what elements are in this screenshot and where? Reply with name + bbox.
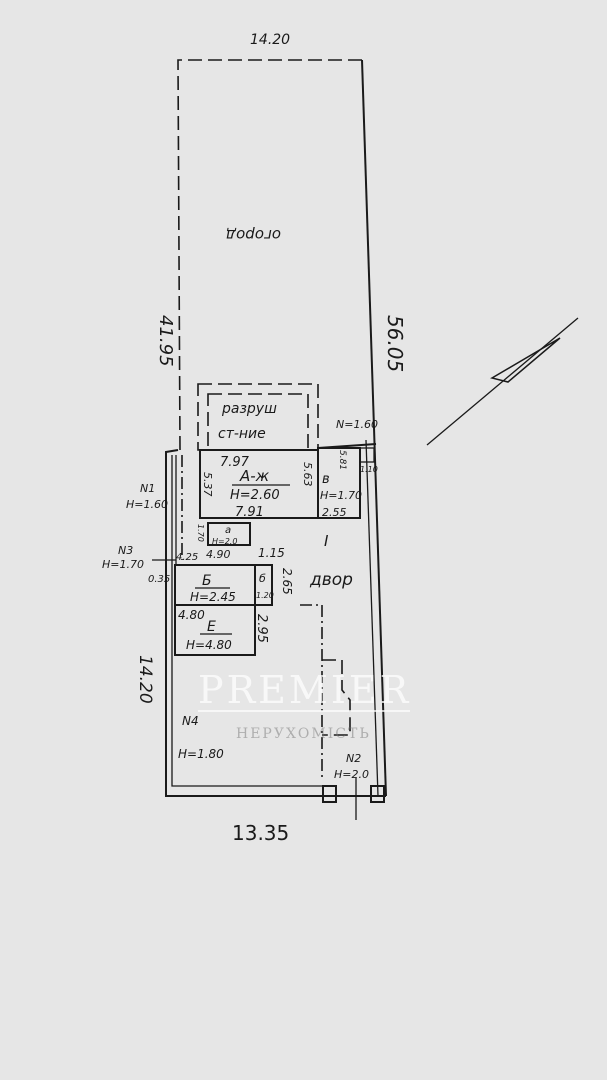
watermark-sub: НЕРУХОМІСТЬ xyxy=(236,726,371,742)
v-side-dim: 5.81 xyxy=(337,450,347,470)
dim-5: 0.35 xyxy=(148,574,170,585)
a-height: H=2.0 xyxy=(212,537,237,546)
building-b-small xyxy=(254,564,273,606)
watermark-brand: PREMIER xyxy=(198,668,411,712)
fence-n2-label: N2 xyxy=(346,752,361,765)
main-bottom-dim: 7.91 xyxy=(235,505,264,520)
fence-n1-label: N1 xyxy=(140,482,155,495)
fence-n4-label: N4 xyxy=(182,714,199,728)
building-a xyxy=(207,522,251,546)
yard-mark: I xyxy=(324,532,329,550)
bottom-width-label: 13.35 xyxy=(232,821,289,845)
dim-3: 1.15 xyxy=(258,546,285,560)
left-length-label: 41.95 xyxy=(155,315,176,367)
fence-n3-label: N3 xyxy=(118,544,133,557)
main-letter: А-ж xyxy=(239,467,270,485)
plot-boundary xyxy=(165,59,387,797)
v-height: H=1.70 xyxy=(320,489,362,502)
dim-2: 4.90 xyxy=(206,548,231,561)
e-side-dim: 2.95 xyxy=(254,614,269,643)
fence-n4-height: H=1.80 xyxy=(178,747,224,761)
garden-label: огород xyxy=(226,226,281,244)
yard-label: двор xyxy=(309,570,353,590)
fence-n3-height: H=1.70 xyxy=(102,558,144,571)
fence-n2-height: H=2.0 xyxy=(334,768,369,781)
fence-top-height: N=1.60 xyxy=(336,418,378,431)
gate xyxy=(322,778,385,820)
a-letter: а xyxy=(225,525,231,536)
v-letter: в xyxy=(322,472,330,487)
left-lower-length-label: 14.20 xyxy=(135,655,155,704)
north-arrow-icon xyxy=(426,317,579,446)
e-letter: Е xyxy=(207,619,216,635)
main-top-dim: 7.97 xyxy=(220,455,250,470)
b-small-letter: б xyxy=(259,572,266,585)
v-bottom-dim: 2.55 xyxy=(322,506,347,519)
b-letter: Б xyxy=(202,573,212,589)
b-height: H=2.45 xyxy=(190,590,236,604)
main-height: H=2.60 xyxy=(230,488,280,503)
top-width-label: 14.20 xyxy=(250,32,290,48)
building-v xyxy=(317,447,361,519)
ruin-label-2: ст-ние xyxy=(218,426,266,442)
right-length-label: 56.05 xyxy=(383,315,407,372)
b-small-height: 1.20 xyxy=(256,591,274,600)
main-right-dim: 5.63 xyxy=(301,462,314,487)
v-small-dim: 1.10 xyxy=(360,465,378,474)
e-height: H=4.80 xyxy=(186,638,232,652)
dim-1: 4.25 xyxy=(176,552,198,563)
a-side-dim: 1.70 xyxy=(196,524,205,542)
fence-n1-height: H=1.60 xyxy=(126,498,168,511)
e-top-dim: 4.80 xyxy=(178,608,205,622)
dim-4: 2.65 xyxy=(280,568,294,595)
building-e xyxy=(174,604,256,656)
ruin-label: разруш xyxy=(221,401,277,417)
main-left-dim: 5.37 xyxy=(201,472,214,497)
